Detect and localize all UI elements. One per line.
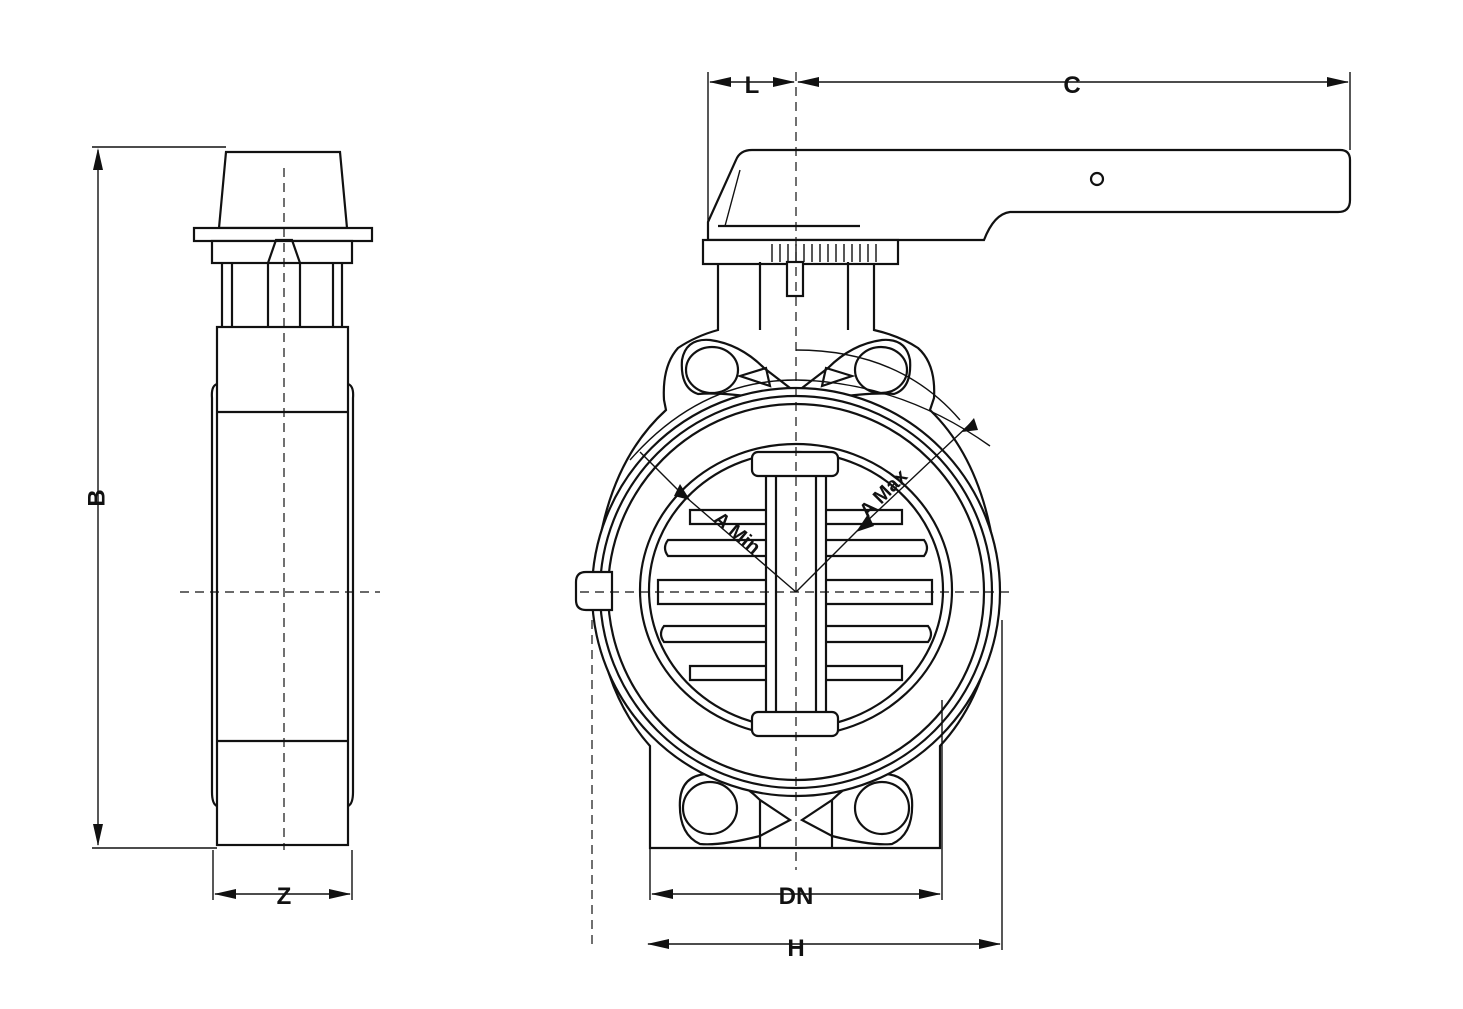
side-neck-posts [220,238,344,327]
dimension-b: B [83,146,226,849]
label-b: B [83,489,110,506]
disc-top-boss [750,450,840,478]
bolt-hole-upper-left [684,345,740,395]
label-h: H [787,935,804,962]
lower-ear-right [799,772,914,846]
handle-pivot-hole [1089,171,1105,187]
label-z: Z [277,883,292,910]
side-handle-cap [217,150,349,230]
side-body [215,325,350,847]
side-neck-collar [210,239,354,265]
disc-bottom-boss [750,710,840,738]
ratchet-teeth [771,244,877,262]
lower-ear-left [678,772,793,846]
ratchet-plate [701,238,900,266]
front-view: A Min A Max L C [574,72,1352,962]
dimension-dn: DN [649,700,943,910]
label-c: C [1063,72,1080,99]
handle-ridge [724,169,741,227]
bolt-hole-lower-right [853,780,911,836]
dimension-h: H [647,620,1003,962]
handle-lever [706,148,1352,242]
side-view: B Z [83,146,380,910]
position-tab [574,570,614,612]
dimension-c: C [797,72,1351,150]
bolt-hole-lower-left [681,780,739,836]
stem-top [785,260,805,298]
dimension-l: L [707,72,795,222]
dimension-z: Z [212,850,353,910]
label-dn: DN [779,883,814,910]
label-l: L [745,72,760,99]
side-liner-left [210,382,218,808]
side-liner-right [347,382,355,808]
a-arc-upper [795,349,961,421]
